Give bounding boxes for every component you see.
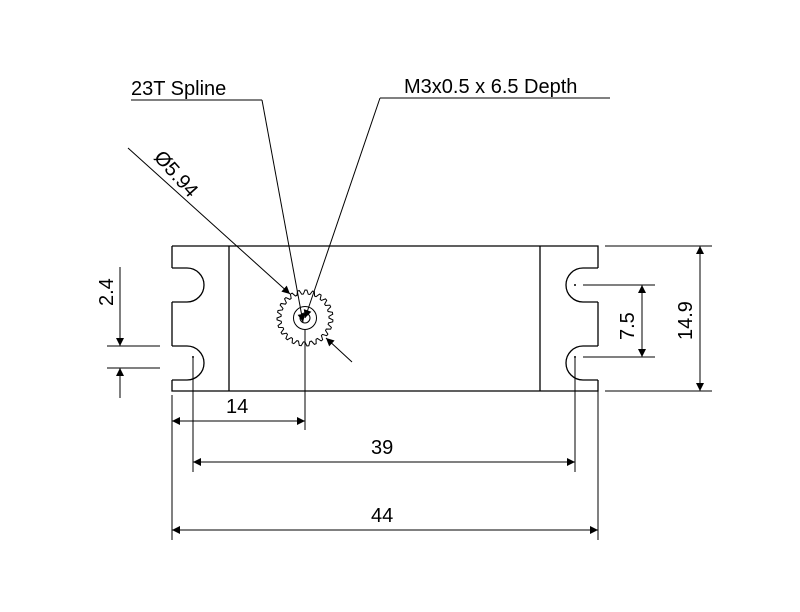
label-thread-depth: M3x0.5 x 6.5 Depth (404, 76, 577, 98)
left-mount-slots (172, 267, 205, 381)
dim-text-14-9: 14.9 (675, 301, 697, 340)
dim-text-39: 39 (371, 437, 393, 459)
dim-text-14: 14 (226, 396, 248, 418)
callout-leaders (127, 97, 610, 363)
dim-2-4 (107, 267, 160, 398)
dim-39 (192, 358, 576, 472)
servo-body (171, 245, 599, 392)
dim-7-5 (583, 284, 655, 358)
dim-14-9 (605, 245, 712, 392)
dim-text-7-5: 7.5 (617, 312, 639, 340)
dim-text-44: 44 (371, 505, 393, 527)
label-23t-spline: 23T Spline (131, 78, 226, 100)
dim-text-2-4: 2.4 (96, 278, 118, 306)
dim-14 (171, 330, 306, 430)
dim-44 (171, 391, 599, 540)
right-mount-slots (565, 267, 598, 381)
